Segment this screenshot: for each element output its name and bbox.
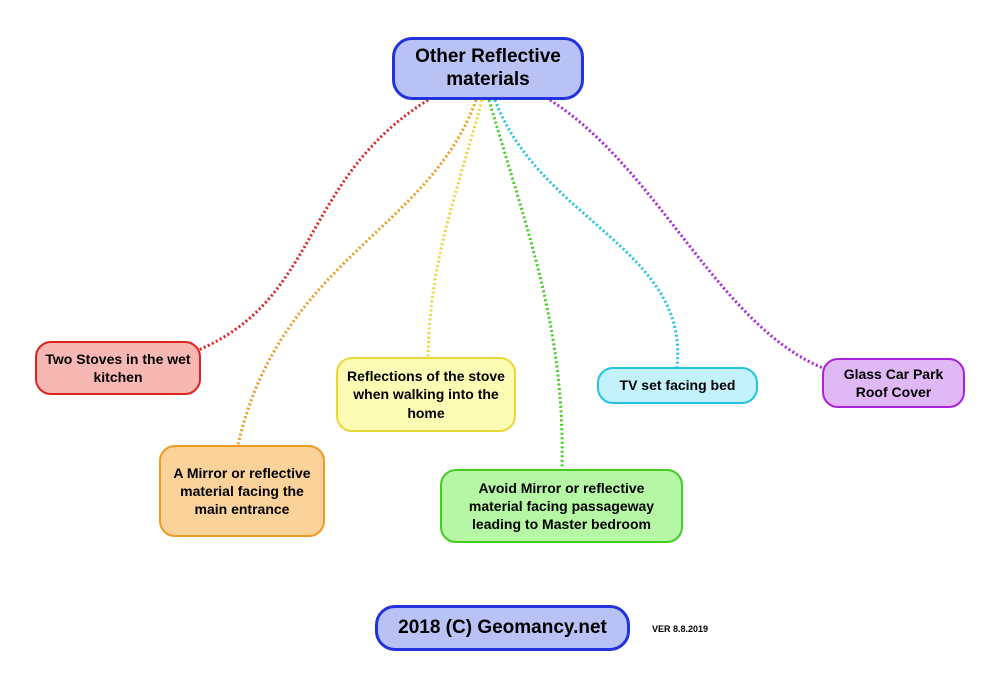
node-glass-car-park: Glass Car Park Roof Cover (822, 358, 965, 408)
node-label: A Mirror or reflective material facing t… (173, 464, 311, 518)
node-tv-facing-bed: TV set facing bed (597, 367, 758, 404)
node-label: Glass Car Park Roof Cover (843, 365, 944, 400)
node-mirror-entrance: A Mirror or reflective material facing t… (159, 445, 325, 537)
connector-reflections (426, 99, 484, 358)
connector-mirror-entrance (236, 99, 478, 446)
version-text: VER 8.8.2019 (652, 624, 709, 634)
node-two-stoves: Two Stoves in the wet kitchen (35, 341, 201, 395)
connector-avoid-mirror (487, 99, 564, 470)
node-label: Reflections of the stove when walking in… (347, 368, 505, 421)
root-node-label: Other Reflective materials (415, 45, 561, 90)
footer-label: 2018 (C) Geomancy.net (398, 616, 607, 638)
node-label: Avoid Mirror or reflective material faci… (468, 479, 655, 533)
node-label: Two Stoves in the wet kitchen (45, 350, 191, 385)
connector-glass (549, 98, 829, 372)
node-label: TV set facing bed (619, 377, 736, 394)
node-reflections-stove: Reflections of the stove when walking in… (336, 357, 516, 432)
root-node: Other Reflective materials (392, 37, 584, 100)
connector-tv (493, 99, 680, 368)
node-avoid-mirror-passageway: Avoid Mirror or reflective material faci… (440, 469, 683, 543)
footer-badge: 2018 (C) Geomancy.net (375, 605, 630, 651)
connector-two-stoves (195, 98, 429, 353)
